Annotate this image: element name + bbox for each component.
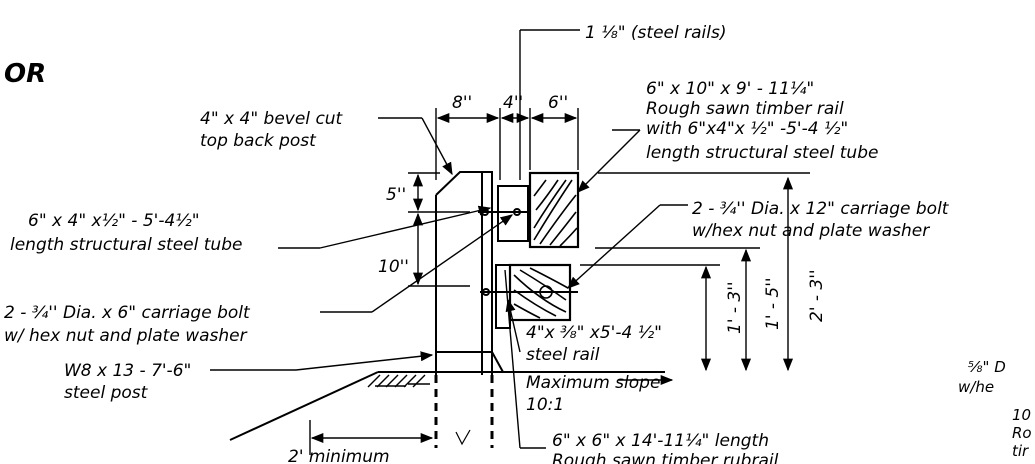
dim-1ft3: 1' - 3'' <box>725 281 745 334</box>
dim-10: 10'' <box>378 257 409 277</box>
dim-8: 8'' <box>452 93 472 113</box>
right-dimension-lines <box>580 172 810 372</box>
label-rail-spec-1: 6" x 10" x 9' - 11¼" <box>646 79 814 99</box>
left-dimension-lines <box>408 172 470 287</box>
label-rail-thickness: 1 ⅛" (steel rails) <box>585 23 726 43</box>
label-right-4: Ro <box>1012 424 1032 442</box>
label-steel-rail-2: steel rail <box>526 345 600 365</box>
label-tube-2: length structural steel tube <box>10 235 242 255</box>
dim-5: 5'' <box>386 185 406 205</box>
label-minimum: 2' minimum <box>288 447 390 464</box>
label-post-1: W8 x 13 - 7'-6" <box>64 361 191 381</box>
label-tube-1: 6" x 4" x½" - 5'-4½" <box>28 211 200 231</box>
label-rail-spec-2: Rough sawn timber rail <box>646 99 844 119</box>
timber-rubrail <box>508 263 572 322</box>
timber-rail-upper <box>528 171 580 249</box>
label-bolt12-1: 2 - ¾'' Dia. x 12" carriage bolt <box>692 199 950 219</box>
label-right-1: ⅝" D <box>968 358 1006 376</box>
ground-hatch <box>367 374 430 388</box>
dim-1ft5: 1' - 5'' <box>763 277 783 330</box>
ground-line <box>229 371 665 441</box>
break-mark <box>455 429 471 446</box>
top-dimension-lines <box>435 29 580 180</box>
label-slope-1: Maximum slope <box>526 373 660 393</box>
label-right-2: w/he <box>958 378 994 396</box>
label-rubrail-1: 6" x 6" x 14'-11¼" length <box>552 431 769 451</box>
label-right-3: 10 <box>1012 406 1031 424</box>
dim-4: 4'' <box>503 93 523 113</box>
heading-or: OR <box>4 59 46 89</box>
label-post-top-1: 4" x 4" bevel cut <box>200 109 344 129</box>
dim-2ft3: 2' - 3'' <box>807 269 827 322</box>
label-post-2: steel post <box>64 383 149 403</box>
label-slope-2: 10:1 <box>526 395 564 415</box>
label-right-5: tir <box>1012 442 1029 460</box>
label-rubrail-2: Rough sawn timber rubrail <box>552 451 779 464</box>
steel-rail-lower <box>480 264 578 329</box>
label-rail-spec-4: length structural steel tube <box>646 143 878 163</box>
dim-6: 6'' <box>548 93 568 113</box>
leader-lines <box>210 117 688 455</box>
label-rail-spec-3: with 6"x4"x ½" -5'-4 ½" <box>646 119 848 139</box>
label-steel-rail-1: 4"x ⅜" x5'-4 ½" <box>526 323 662 343</box>
label-post-top-2: top back post <box>200 131 317 151</box>
label-bolt6-1: 2 - ¾'' Dia. x 6" carriage bolt <box>4 303 251 323</box>
label-bolt12-2: w/hex nut and plate washer <box>692 221 930 241</box>
label-bolt6-2: w/ hex nut and plate washer <box>4 326 248 346</box>
